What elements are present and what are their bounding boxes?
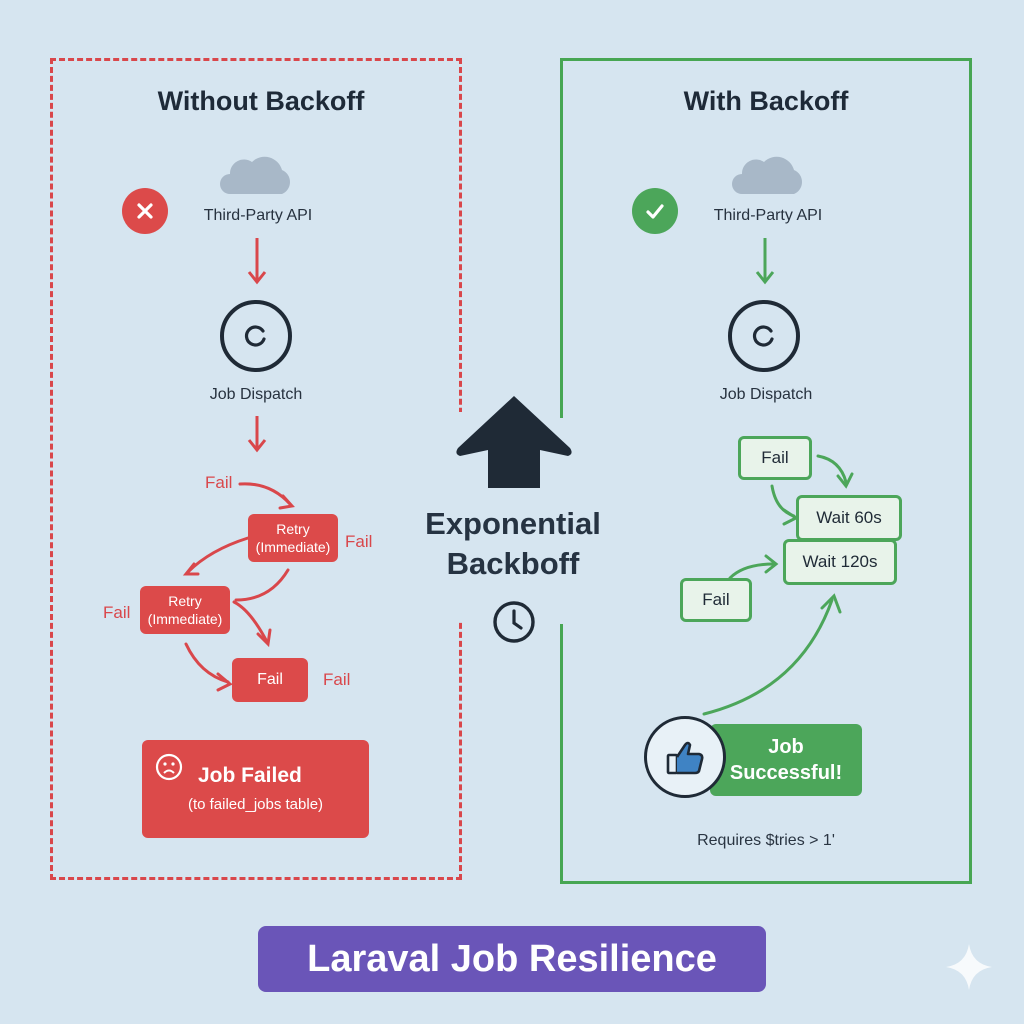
job-failed-box: Job Failed (to failed_jobs table): [142, 740, 369, 838]
arrow-down-icon: [247, 238, 267, 285]
center-label-line2: Backboff: [446, 546, 580, 581]
clock-icon: [493, 601, 535, 643]
center-label: Exponential Backboff: [412, 504, 614, 584]
x-circle-icon: [122, 188, 168, 234]
sparkle-icon: [946, 944, 992, 990]
left-panel-title: Without Backoff: [157, 86, 365, 116]
fail-box-2: Fail: [680, 578, 752, 622]
check-circle-icon: [632, 188, 678, 234]
right-border-gap: [555, 418, 567, 624]
fail-box: Fail: [232, 658, 308, 702]
left-api-label: Third-Party API: [203, 207, 313, 224]
left-dispatch-label: Job Dispatch: [209, 386, 303, 403]
fail-label: Fail: [323, 670, 351, 689]
thumbs-up-icon: [644, 716, 726, 798]
job-successful-badge: Job Successful!: [710, 724, 862, 796]
up-arrow-icon: [456, 396, 572, 488]
job-failed-title: Job Failed: [198, 764, 302, 787]
requires-note: Requires $tries > 1': [697, 832, 835, 849]
title-banner: Laraval Job Resilience: [258, 926, 766, 992]
right-api-label: Third-Party API: [713, 207, 823, 224]
right-dispatch-label: Job Dispatch: [719, 386, 813, 403]
wait-120-box: Wait 120s: [783, 539, 897, 585]
retry-flow-arrows: [182, 482, 295, 692]
refresh-icon: [728, 300, 800, 372]
wait-60-box: Wait 60s: [796, 495, 902, 541]
center-label-line1: Exponential: [425, 506, 601, 541]
job-failed-subtitle: (to failed_jobs table): [187, 796, 324, 813]
sad-face-icon: [155, 753, 183, 781]
refresh-icon: [220, 300, 292, 372]
cloud-icon: [732, 156, 802, 194]
left-border-gap: [456, 412, 468, 620]
backoff-flow-arrows: [702, 454, 854, 716]
arrow-down-icon: [247, 416, 267, 453]
right-panel-title: With Backoff: [683, 86, 849, 116]
arrow-down-icon: [755, 238, 775, 285]
fail-label: Fail: [103, 603, 131, 622]
fail-label: Fail: [205, 473, 233, 492]
success-line2: Successful!: [729, 762, 843, 784]
cloud-icon: [220, 156, 290, 194]
fail-label: Fail: [345, 532, 373, 551]
fail-box-1: Fail: [738, 436, 812, 480]
retry-box-1: Retry (Immediate): [248, 514, 338, 562]
success-line1: Job: [768, 736, 804, 758]
retry-box-2: Retry (Immediate): [140, 586, 230, 634]
